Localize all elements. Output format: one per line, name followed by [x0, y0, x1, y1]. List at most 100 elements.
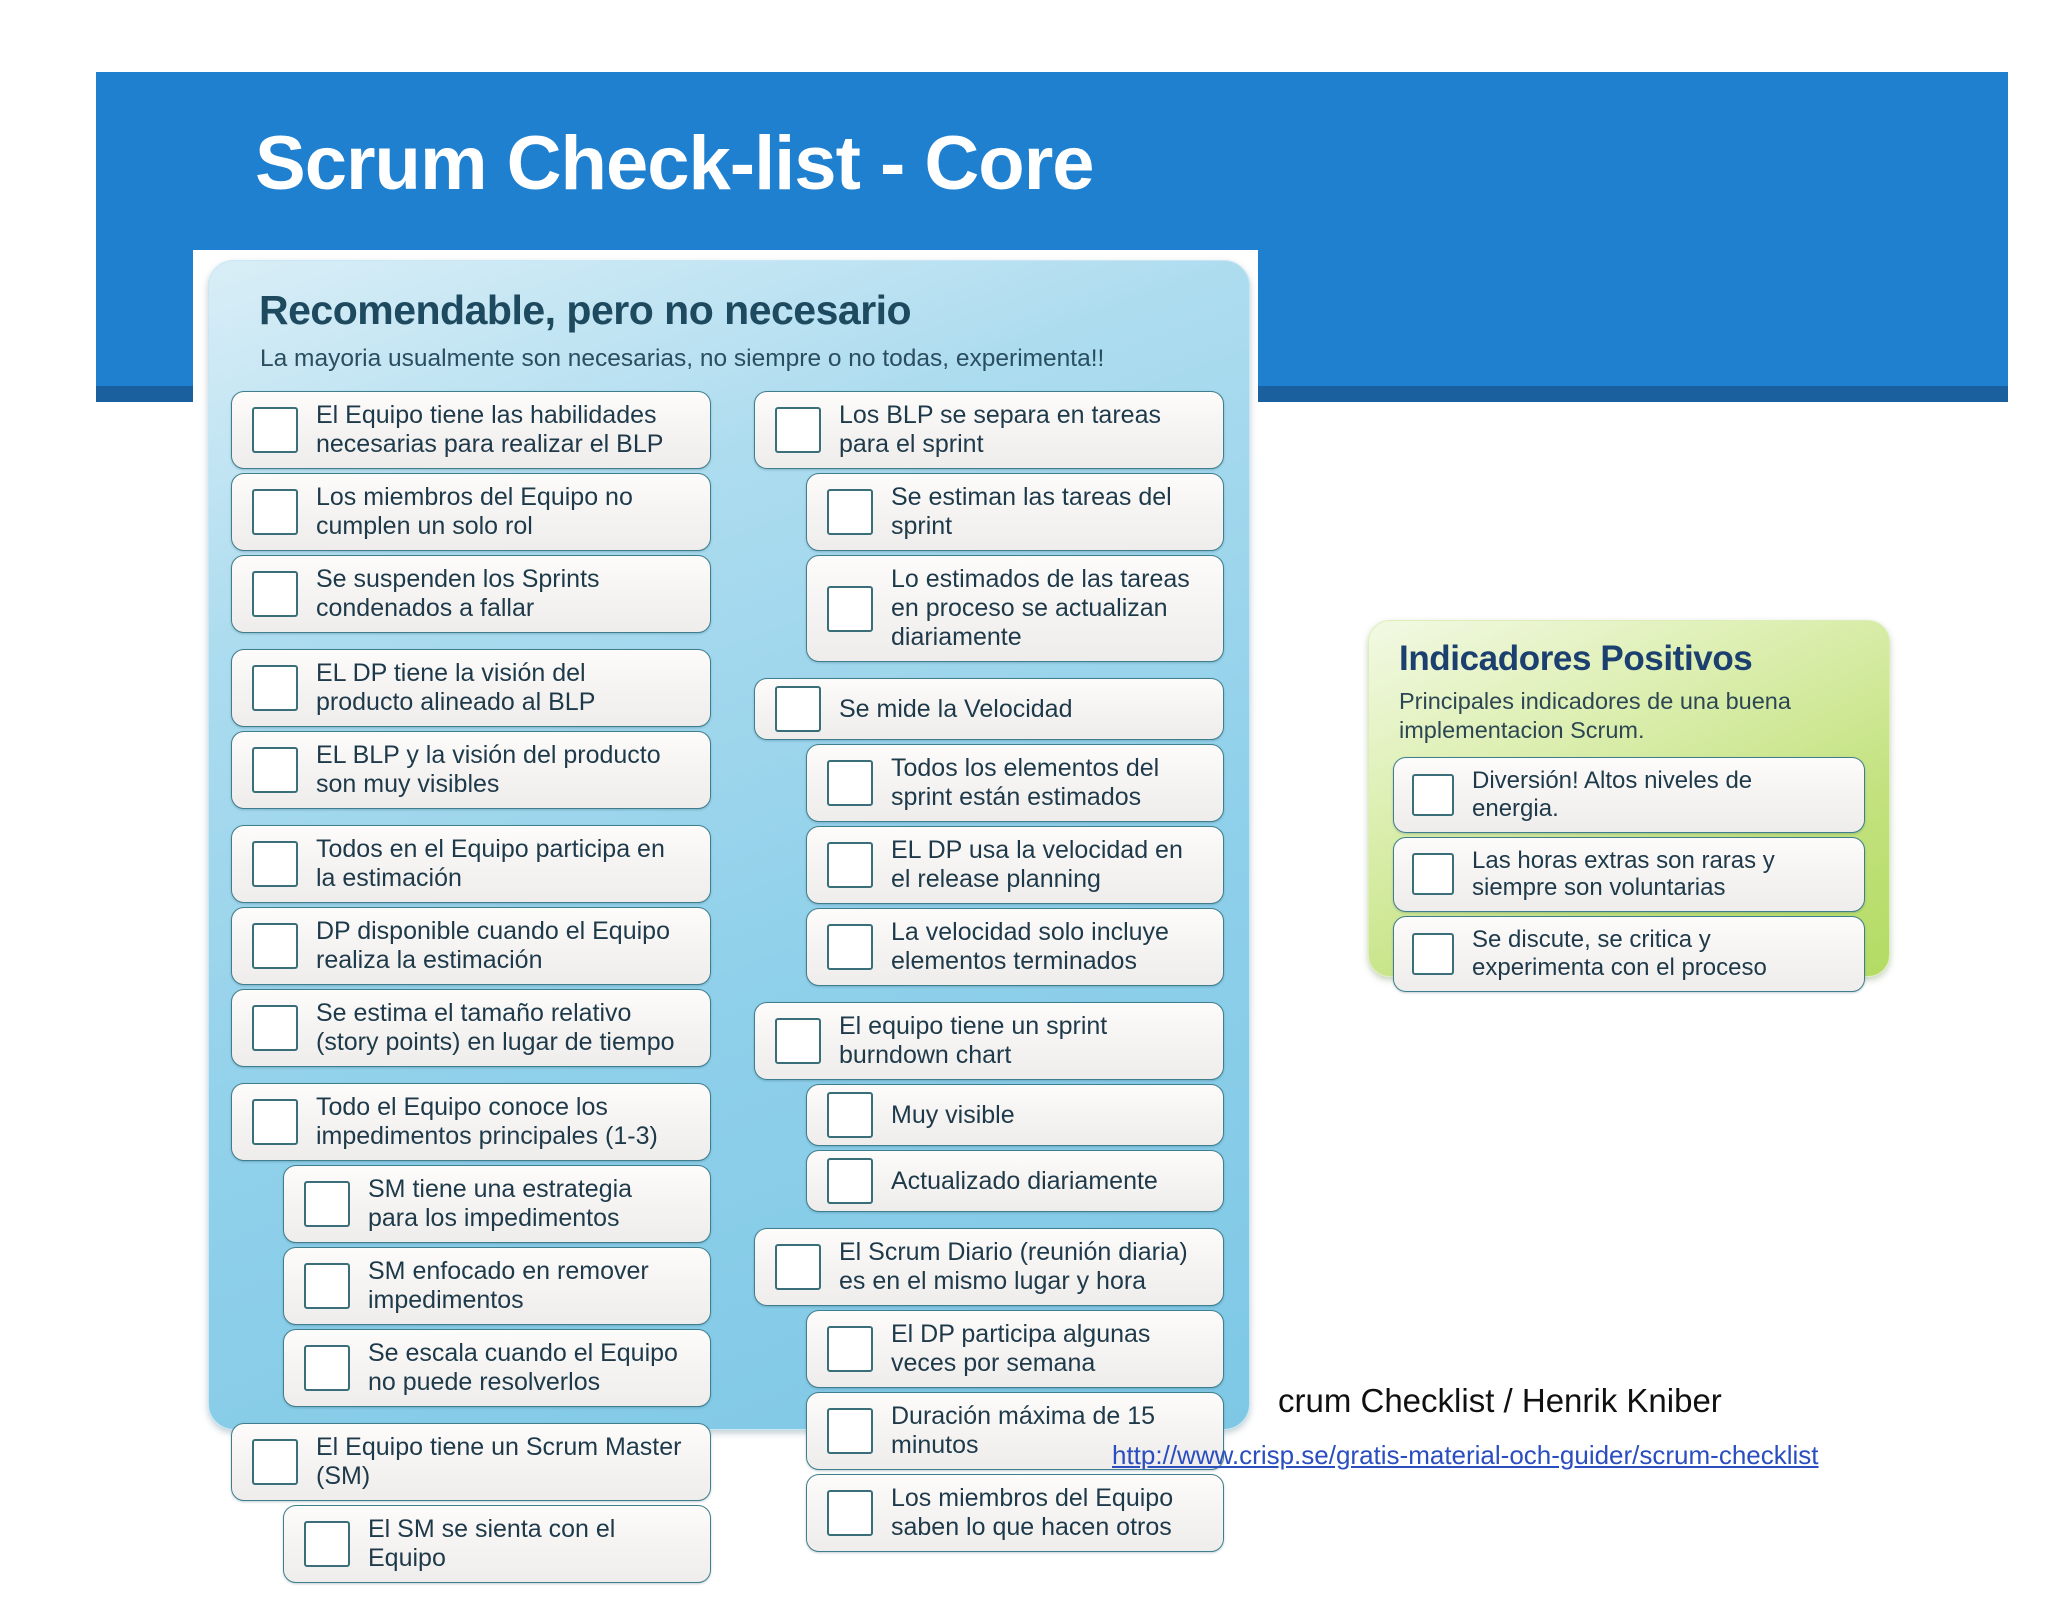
checkbox-icon[interactable]	[827, 842, 873, 888]
checklist-item-label: EL BLP y la visión del producto son muy …	[316, 741, 661, 798]
checklist-item[interactable]: Se estima el tamaño relativo (story poin…	[231, 989, 711, 1067]
checklist-column-left: El Equipo tiene las habilidades necesari…	[231, 391, 711, 1599]
checklist-item[interactable]: EL BLP y la visión del producto son muy …	[231, 731, 711, 809]
checklist-item-label: DP disponible cuando el Equipo realiza l…	[316, 917, 670, 974]
checklist-item[interactable]: Se discute, se critica y experimenta con…	[1393, 916, 1865, 992]
checklist-item[interactable]: Muy visible	[806, 1084, 1224, 1146]
checklist-item-label: El DP participa algunas veces por semana	[891, 1320, 1151, 1377]
checklist-item[interactable]: EL DP usa la velocidad en el release pla…	[806, 826, 1224, 904]
checklist-item-label: Todos en el Equipo participa en la estim…	[316, 835, 665, 892]
checklist-item[interactable]: SM enfocado en remover impedimentos	[283, 1247, 711, 1325]
checklist-item[interactable]: SM tiene una estrategia para los impedim…	[283, 1165, 711, 1243]
page-title: Scrum Check-list - Core	[255, 121, 1095, 206]
checkbox-icon[interactable]	[775, 686, 821, 732]
checklist-item[interactable]: Se mide la Velocidad	[754, 678, 1224, 740]
checklist-item[interactable]: Se estiman las tareas del sprint	[806, 473, 1224, 551]
checklist-item-label: Se discute, se critica y experimenta con…	[1472, 926, 1767, 982]
positive-indicators-card: Indicadores Positivos Principales indica…	[1368, 620, 1890, 992]
checklist-item-label: EL DP tiene la visión del producto aline…	[316, 659, 596, 716]
checklist-item[interactable]: DP disponible cuando el Equipo realiza l…	[231, 907, 711, 985]
checkbox-icon[interactable]	[827, 1158, 873, 1204]
attribution-link[interactable]: http://www.crisp.se/gratis-material-och-…	[1112, 1440, 1819, 1470]
checklist-item-label: La velocidad solo incluye elementos term…	[891, 918, 1169, 975]
checkbox-icon[interactable]	[775, 1018, 821, 1064]
checklist-item-label: Actualizado diariamente	[891, 1166, 1158, 1195]
checklist-item[interactable]: Los miembros del Equipo saben lo que hac…	[806, 1474, 1224, 1552]
checklist-group: El equipo tiene un sprint burndown chart…	[754, 1002, 1224, 1212]
checklist-item[interactable]: Los BLP se separa en tareas para el spri…	[754, 391, 1224, 469]
checklist-item[interactable]: Lo estimados de las tareas en proceso se…	[806, 555, 1224, 662]
checkbox-icon[interactable]	[827, 1408, 873, 1454]
checklist-item[interactable]: Los miembros del Equipo no cumplen un so…	[231, 473, 711, 551]
checklist-item-label: El equipo tiene un sprint burndown chart	[839, 1012, 1108, 1069]
checkbox-icon[interactable]	[252, 1439, 298, 1485]
checklist-item[interactable]: El DP participa algunas veces por semana	[806, 1310, 1224, 1388]
blue-card-heading: Recomendable, pero no necesario	[259, 287, 912, 333]
checkbox-icon[interactable]	[1412, 773, 1454, 816]
checklist-item-label: Duración máxima de 15 minutos	[891, 1402, 1156, 1459]
checklist-item-label: Lo estimados de las tareas en proceso se…	[891, 565, 1190, 651]
checklist-item[interactable]: Todos los elementos del sprint están est…	[806, 744, 1224, 822]
checkbox-icon[interactable]	[1412, 853, 1454, 896]
checklist-item-label: El Scrum Diario (reunión diaria) es en e…	[839, 1238, 1188, 1295]
recommended-checklist-card: Recomendable, pero no necesario La mayor…	[208, 260, 1250, 1583]
checkbox-icon[interactable]	[304, 1181, 350, 1227]
checklist-item[interactable]: El SM se sienta con el Equipo	[283, 1505, 711, 1583]
checkbox-icon[interactable]	[775, 407, 821, 453]
attribution-credit: crum Checklist / Henrik Kniber	[1278, 1382, 1722, 1419]
checkbox-icon[interactable]	[304, 1263, 350, 1309]
checklist-item-label: El Equipo tiene un Scrum Master (SM)	[316, 1433, 682, 1490]
checkbox-icon[interactable]	[304, 1521, 350, 1567]
checklist-item[interactable]: Actualizado diariamente	[806, 1150, 1224, 1212]
checklist-group: Los BLP se separa en tareas para el spri…	[754, 391, 1224, 662]
checkbox-icon[interactable]	[827, 489, 873, 535]
checklist-item[interactable]: La velocidad solo incluye elementos term…	[806, 908, 1224, 986]
checkbox-icon[interactable]	[827, 1326, 873, 1372]
checklist-item[interactable]: EL DP tiene la visión del producto aline…	[231, 649, 711, 727]
checklist-item-label: El Equipo tiene las habilidades necesari…	[316, 401, 664, 458]
checkbox-icon[interactable]	[252, 841, 298, 887]
checklist-group: El Equipo tiene un Scrum Master (SM) El S…	[231, 1423, 711, 1583]
checklist-column-right: Los BLP se separa en tareas para el spri…	[754, 391, 1224, 1568]
checkbox-icon[interactable]	[775, 1244, 821, 1290]
checkbox-icon[interactable]	[252, 1099, 298, 1145]
checklist-item-label: Los miembros del Equipo no cumplen un so…	[316, 483, 633, 540]
checkbox-icon[interactable]	[252, 747, 298, 793]
checklist-item-label: Se suspenden los Sprints condenados a fa…	[316, 565, 600, 622]
checklist-item[interactable]: Las horas extras son raras y siempre son…	[1393, 836, 1865, 913]
checklist-item[interactable]: El Scrum Diario (reunión diaria) es en e…	[754, 1228, 1224, 1306]
checkbox-icon[interactable]	[827, 924, 873, 970]
checklist-group: El Scrum Diario (reunión diaria) es en e…	[754, 1228, 1224, 1552]
checkbox-icon[interactable]	[252, 1005, 298, 1051]
checklist-item[interactable]: Se escala cuando el Equipo no puede reso…	[283, 1329, 711, 1407]
positive-indicators-list: Diversión! Altos niveles de energia. Las …	[1393, 757, 1865, 996]
checklist-item[interactable]: Diversión! Altos niveles de energia.	[1393, 757, 1865, 833]
checkbox-icon[interactable]	[827, 585, 873, 632]
checklist-item[interactable]: Todos en el Equipo participa en la estim…	[231, 825, 711, 903]
checkbox-icon[interactable]	[252, 489, 298, 535]
checklist-item[interactable]: El Equipo tiene un Scrum Master (SM)	[231, 1423, 711, 1501]
checklist-group: Todo el Equipo conoce los impedimentos p…	[231, 1083, 711, 1407]
checklist-item-label: Muy visible	[891, 1100, 1015, 1129]
checklist-item[interactable]: Todo el Equipo conoce los impedimentos p…	[231, 1083, 711, 1161]
checkbox-icon[interactable]	[252, 571, 298, 617]
checkbox-icon[interactable]	[1412, 933, 1454, 976]
checklist-item-label: Se estima el tamaño relativo (story poin…	[316, 999, 675, 1056]
checkbox-icon[interactable]	[827, 1092, 873, 1138]
checkbox-icon[interactable]	[252, 923, 298, 969]
green-card-subtitle: Principales indicadores de una buena imp…	[1399, 688, 1791, 743]
blue-card-backdrop: Recomendable, pero no necesario La mayor…	[193, 250, 1258, 1583]
checklist-item-label: Los BLP se separa en tareas para el spri…	[839, 401, 1161, 458]
checkbox-icon[interactable]	[827, 760, 873, 806]
checklist-item[interactable]: El equipo tiene un sprint burndown chart	[754, 1002, 1224, 1080]
checkbox-icon[interactable]	[252, 665, 298, 711]
checklist-item-label: Diversión! Altos niveles de energia.	[1472, 767, 1753, 822]
checkbox-icon[interactable]	[304, 1345, 350, 1391]
checklist-item[interactable]: El Equipo tiene las habilidades necesari…	[231, 391, 711, 469]
checklist-item[interactable]: Se suspenden los Sprints condenados a fa…	[231, 555, 711, 633]
checklist-item[interactable]: Duración máxima de 15 minutos	[806, 1392, 1224, 1470]
checklist-item-label: Se escala cuando el Equipo no puede reso…	[368, 1339, 678, 1396]
checkbox-icon[interactable]	[252, 407, 298, 453]
checkbox-icon[interactable]	[827, 1490, 873, 1536]
